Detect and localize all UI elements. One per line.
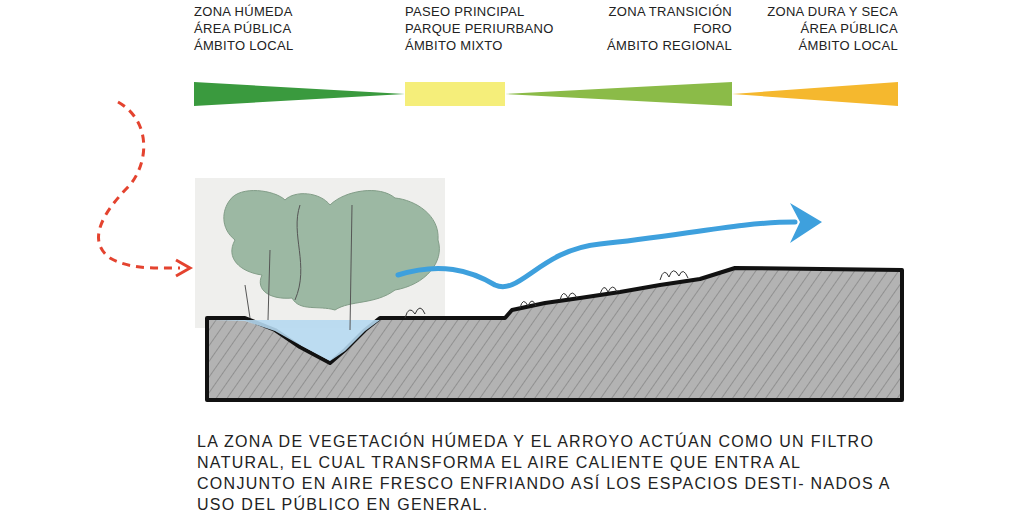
stream-water [212,320,380,361]
zone-bar [732,82,898,106]
zone-label: ÁMBITO MIXTO [405,37,503,54]
sketch-paper [195,178,445,328]
zone-label: ÁREA PÚBLICA [194,20,292,37]
caption: LA ZONA DE VEGETACIÓN HÚMEDA Y EL ARROYO… [197,431,902,515]
zone-label: ZONA HÚMEDA [194,3,293,20]
zone-label: ÁMBITO REGIONAL [607,37,732,54]
zone-bar [505,82,732,106]
zone-bar [405,82,505,106]
zone-label: PARQUE PERIURBANO [405,20,554,37]
airflow-arrow [398,222,795,287]
zone-label: ÁMBITO LOCAL [799,37,898,54]
tree-canopy [224,191,440,310]
zone-label: ZONA DURA Y SECA [767,3,898,20]
tree-trunks [245,205,352,330]
zone-label: FORO [693,20,732,37]
entry-arrowhead [176,260,190,276]
zone-label: ÁMBITO LOCAL [194,37,293,54]
zone-bar [194,82,405,106]
entry-arrow [99,102,180,268]
zone-label: PASEO PRINCIPAL [405,3,525,20]
zone-label: ÁREA PÚBLICA [800,20,898,37]
zone-label: ZONA TRANSICIÓN [609,3,732,20]
airflow-arrowhead [790,203,822,243]
shrub-sketch [405,271,688,318]
